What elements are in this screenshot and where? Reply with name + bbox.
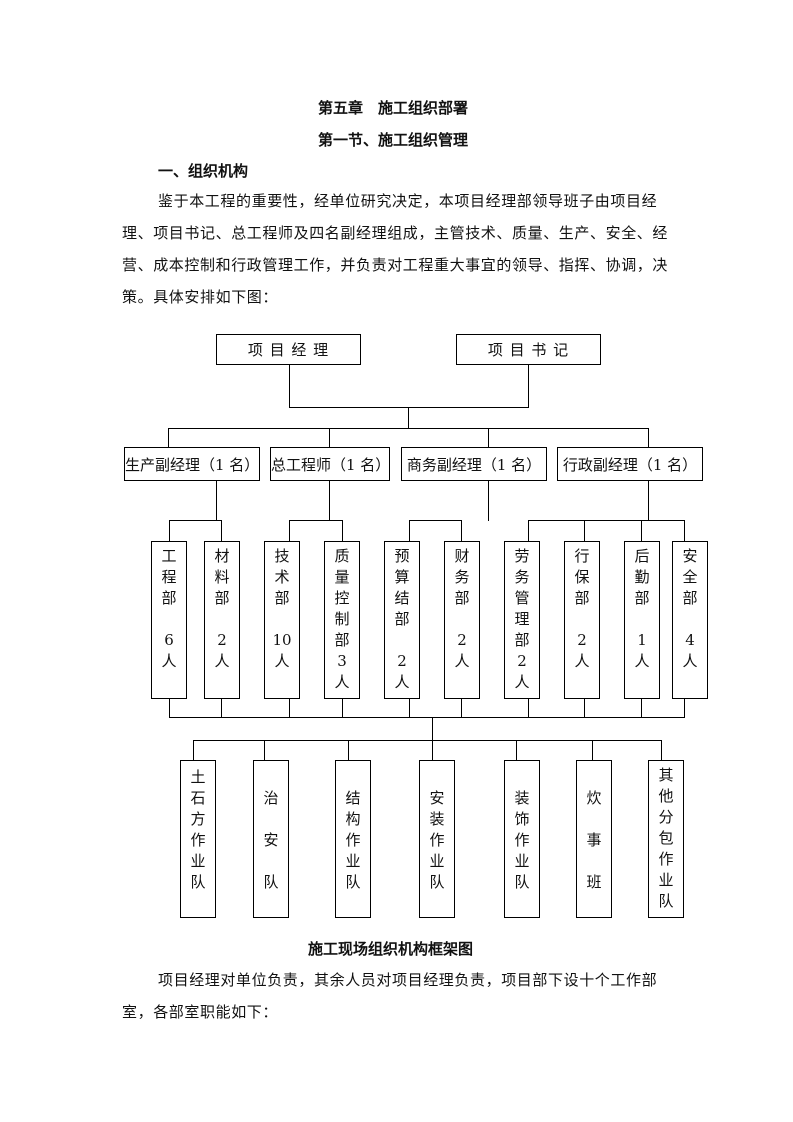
production-deputy-manager-box: 生产副经理（1 名） bbox=[124, 447, 260, 481]
outro-line: 项目经理对单位负责，其余人员对项目经理负责，项目部下设十个工作部 bbox=[158, 971, 658, 989]
safety-dept-box: 安 全 部 4 人 bbox=[672, 541, 708, 699]
kitchen-team-box: 炊 事 班 bbox=[576, 760, 612, 918]
intro-line: 鉴于本工程的重要性，经单位研究决定，本项目经理部领导班子由项目经 bbox=[158, 192, 658, 210]
connector bbox=[168, 428, 169, 448]
chapter-title: 第五章 施工组织部署 bbox=[318, 99, 469, 117]
technical-dept-box: 技 术 部 10 人 bbox=[264, 541, 300, 699]
other-subcontract-team-box: 其 他 分 包 作 业 队 bbox=[648, 760, 684, 918]
connector bbox=[528, 520, 685, 521]
business-deputy-manager-box: 商务副经理（1 名） bbox=[401, 447, 547, 481]
connector bbox=[193, 740, 662, 741]
connector bbox=[584, 520, 585, 542]
connector bbox=[528, 520, 529, 542]
intro-line: 营、成本控制和行政管理工作，并负责对工程重大事宜的领导、指挥、协调，决 bbox=[122, 256, 669, 274]
connector bbox=[528, 698, 529, 718]
quality-control-dept-box: 质 量 控 制 部 3 人 bbox=[324, 541, 360, 699]
connector bbox=[348, 740, 349, 761]
admin-security-dept-box: 行 保 部 2 人 bbox=[564, 541, 600, 699]
connector bbox=[168, 428, 649, 429]
connector bbox=[409, 698, 410, 718]
structure-team-box: 结 构 作 业 队 bbox=[335, 760, 371, 918]
connector bbox=[221, 698, 222, 718]
connector bbox=[488, 481, 489, 521]
outro-line: 室，各部室职能如下： bbox=[122, 1003, 279, 1021]
connector bbox=[461, 698, 462, 718]
admin-deputy-manager-box: 行政副经理（1 名） bbox=[557, 447, 703, 481]
connector bbox=[169, 717, 685, 718]
security-team-box: 治 安 队 bbox=[253, 760, 289, 918]
connector bbox=[289, 520, 343, 521]
connector bbox=[684, 520, 685, 542]
connector bbox=[329, 428, 330, 448]
connector bbox=[432, 717, 433, 741]
connector bbox=[432, 740, 433, 761]
connector bbox=[221, 520, 222, 542]
connector bbox=[661, 740, 662, 761]
materials-dept-box: 材 料 部 2 人 bbox=[204, 541, 240, 699]
logistics-dept-box: 后 勤 部 1 人 bbox=[624, 541, 660, 699]
connector bbox=[342, 520, 343, 542]
connector bbox=[409, 520, 462, 521]
connector bbox=[528, 364, 529, 408]
connector bbox=[409, 520, 410, 542]
connector bbox=[408, 407, 409, 429]
connector bbox=[584, 698, 585, 718]
chief-engineer-box: 总工程师（1 名） bbox=[270, 447, 390, 481]
connector bbox=[169, 520, 222, 521]
connector bbox=[216, 481, 217, 521]
earthwork-team-box: 土 石 方 作 业 队 bbox=[180, 760, 216, 918]
connector bbox=[648, 481, 649, 521]
connector bbox=[648, 428, 649, 448]
connector bbox=[329, 481, 330, 521]
project-manager-box: 项 目 经 理 bbox=[216, 334, 361, 365]
connector bbox=[684, 698, 685, 718]
labor-management-dept-box: 劳 务 管 理 部 2 人 bbox=[504, 541, 540, 699]
connector bbox=[264, 740, 265, 761]
connector bbox=[289, 698, 290, 718]
connector bbox=[592, 740, 593, 761]
connector bbox=[461, 520, 462, 542]
connector bbox=[289, 520, 290, 542]
engineering-dept-box: 工 程 部 6 人 bbox=[151, 541, 187, 699]
installation-team-box: 安 装 作 业 队 bbox=[419, 760, 455, 918]
connector bbox=[641, 520, 642, 542]
connector bbox=[193, 740, 194, 761]
connector bbox=[342, 698, 343, 718]
finance-dept-box: 财 务 部 2 人 bbox=[444, 541, 480, 699]
subsection-title: 一、组织机构 bbox=[158, 162, 249, 180]
section-title: 第一节、施工组织管理 bbox=[318, 131, 469, 149]
connector bbox=[289, 364, 290, 408]
connector bbox=[289, 407, 529, 408]
decoration-team-box: 装 饰 作 业 队 bbox=[504, 760, 540, 918]
budget-settlement-dept-box: 预 算 结 部 2 人 bbox=[384, 541, 420, 699]
connector bbox=[488, 428, 489, 448]
project-secretary-box: 项 目 书 记 bbox=[456, 334, 601, 365]
intro-line: 理、项目书记、总工程师及四名副经理组成，主管技术、质量、生产、安全、经 bbox=[122, 224, 669, 242]
connector bbox=[516, 740, 517, 761]
intro-line: 策。具体安排如下图： bbox=[122, 288, 279, 306]
chart-caption: 施工现场组织机构框架图 bbox=[308, 940, 474, 958]
connector bbox=[169, 698, 170, 718]
connector bbox=[169, 520, 170, 542]
connector bbox=[641, 698, 642, 718]
